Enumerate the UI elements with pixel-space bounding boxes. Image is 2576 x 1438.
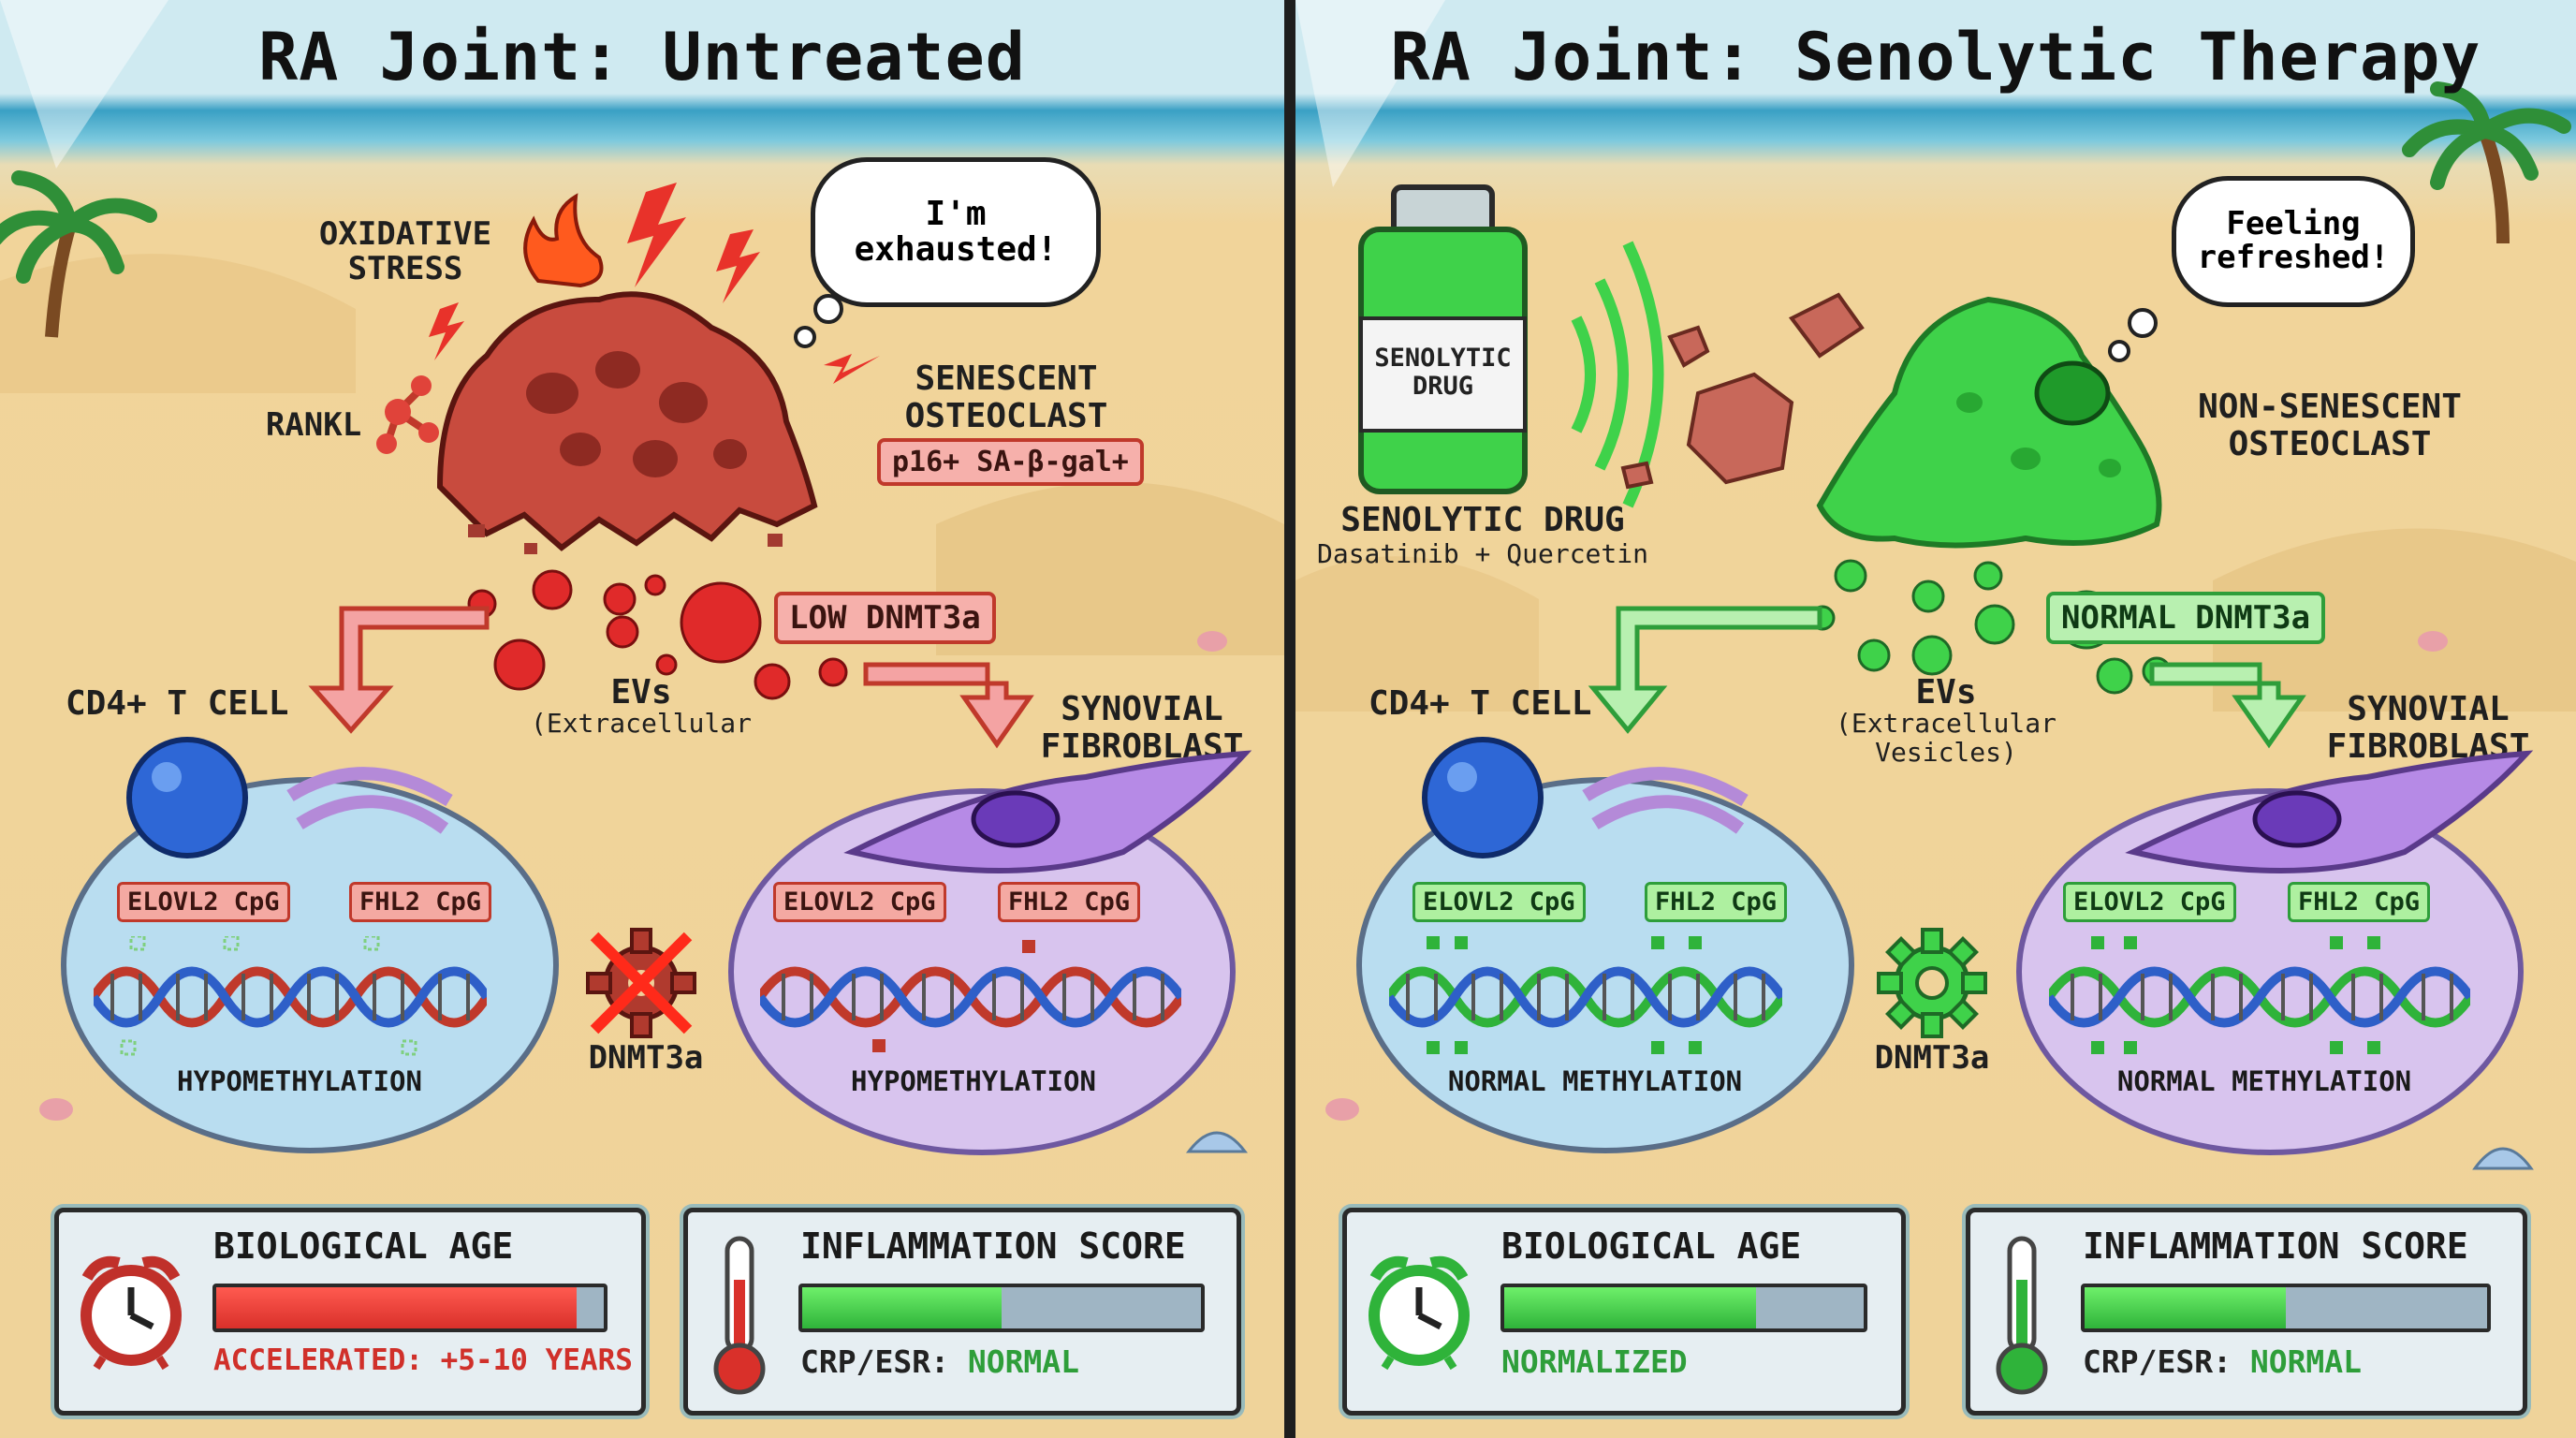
- untreated-panel: RA Joint: Untreated I'm exhausted! OXIDA…: [0, 0, 1284, 1438]
- lightning-icon: [716, 229, 760, 303]
- evs-label: EVs: [610, 673, 672, 712]
- crossed-out-gear-icon: [586, 928, 696, 1038]
- seashell-icon: [2472, 1147, 2534, 1170]
- inflammation-score-bar: [2081, 1284, 2491, 1332]
- rankl-molecule-icon: [376, 375, 439, 454]
- non-senescent-osteoclast-label: NON-SENESCENT OSTEOCLAST: [2198, 388, 2462, 463]
- rankl-label: RANKL: [265, 406, 362, 444]
- senescence-markers: p16+ SA-β-gal+: [877, 438, 1144, 486]
- thought-bubble: Feeling refreshed!: [2172, 176, 2415, 307]
- tcell-methylation-label: NORMAL METHYLATION: [1447, 1065, 1743, 1097]
- inflammation-status: CRP/ESR: NORMAL: [800, 1343, 1079, 1380]
- fibroblast-shape: [2125, 750, 2534, 873]
- biological-age-bar: [212, 1284, 607, 1332]
- tcell-label: CD4+ T CELL: [1368, 684, 1592, 723]
- biological-age-title: BIOLOGICAL AGE: [1501, 1225, 1802, 1267]
- thermometer-icon: [713, 1236, 766, 1395]
- arrow-to-tcell: [308, 606, 490, 734]
- senescent-osteoclast-label: SENESCENT OSTEOCLAST: [904, 360, 1108, 435]
- fhl2-cpg-tag: FHL2 CpG: [2288, 882, 2431, 922]
- fibroblast-shape: [843, 750, 1252, 873]
- tcell-methylation-label: HYPOMETHYLATION: [177, 1065, 422, 1097]
- tcell-organelle: [1582, 767, 1749, 834]
- oxidative-stress-label: OXIDATIVE STRESS: [318, 215, 492, 288]
- elovl2-cpg-tag: ELOVL2 CpG: [2063, 882, 2236, 922]
- tcell-nucleus: [1422, 737, 1544, 858]
- senescent-osteoclast: [436, 291, 818, 554]
- thought-bubble: I'm exhausted!: [811, 157, 1101, 307]
- flame-icon: [523, 193, 604, 288]
- inflammation-score-bar-fill: [802, 1287, 1002, 1328]
- crp-esr-status: NORMAL: [967, 1343, 1080, 1380]
- biological-age-card: BIOLOGICAL AGE NORMALIZED: [1342, 1208, 1906, 1416]
- biological-age-card: BIOLOGICAL AGE ACCELERATED: +5-10 YEARS: [54, 1208, 646, 1416]
- left-title: RA Joint: Untreated: [258, 19, 1026, 95]
- alarm-clock-icon: [1368, 1255, 1470, 1371]
- arrow-to-fibroblast: [863, 662, 1034, 749]
- fibroblast-methylation-label: HYPOMETHYLATION: [851, 1065, 1096, 1097]
- arrow-to-tcell: [1588, 606, 1822, 734]
- arrow-to-fibroblast: [2149, 662, 2306, 749]
- dnmt3a-center-label: DNMT3a: [1874, 1039, 1990, 1077]
- tcell-label: CD4+ T CELL: [66, 684, 289, 723]
- dna-helix-icon: [94, 936, 487, 1056]
- elovl2-cpg-tag: ELOVL2 CpG: [1412, 882, 1586, 922]
- alarm-clock-icon: [80, 1255, 182, 1371]
- crp-esr-prefix: CRP/ESR:: [800, 1343, 949, 1380]
- evs-sublabel: (Extracellular: [530, 708, 752, 739]
- low-dnmt3a-tag: LOW DNMT3a: [774, 592, 996, 644]
- palm-tree-icon: [2402, 81, 2571, 244]
- fhl2-cpg-tag: FHL2 CpG: [349, 882, 492, 922]
- inflammation-score-title: INFLAMMATION SCORE: [2083, 1225, 2468, 1267]
- inflammation-score-bar-fill: [2085, 1287, 2286, 1328]
- lightning-icon: [824, 354, 880, 384]
- dna-helix-icon: [1389, 936, 1782, 1054]
- bottle-label: SENOLYTIC DRUG: [1374, 344, 1512, 401]
- gear-icon: [1877, 928, 1987, 1038]
- left-scenery: [0, 0, 1284, 1153]
- dna-helix-icon: [2049, 936, 2470, 1054]
- right-title: RA Joint: Senolytic Therapy: [1390, 19, 2481, 95]
- lightning-icon: [429, 302, 464, 360]
- evs-label: EVs: [1915, 673, 1977, 712]
- panel-divider: [1284, 0, 1295, 1438]
- lightning-icon: [627, 183, 686, 287]
- crp-esr-status: NORMAL: [2249, 1343, 2363, 1380]
- biological-age-status: NORMALIZED: [1501, 1343, 1688, 1380]
- palm-tree-icon: [0, 170, 157, 338]
- dna-helix-icon: [760, 940, 1181, 1052]
- seashell-icon: [1185, 1131, 1249, 1153]
- inflammation-score-title: INFLAMMATION SCORE: [800, 1225, 1186, 1267]
- crp-esr-prefix: CRP/ESR:: [2083, 1343, 2232, 1380]
- normal-dnmt3a-tag: NORMAL DNMT3a: [2046, 592, 2326, 644]
- inflammation-score-card: INFLAMMATION SCORE CRP/ESR: NORMAL: [1966, 1208, 2527, 1416]
- fhl2-cpg-tag: FHL2 CpG: [1645, 882, 1788, 922]
- inflammation-score-card: INFLAMMATION SCORE CRP/ESR: NORMAL: [683, 1208, 1241, 1416]
- thermometer-icon: [1996, 1236, 2048, 1395]
- senescent-cell-fragments: [1620, 292, 1865, 490]
- elovl2-cpg-tag: ELOVL2 CpG: [117, 882, 290, 922]
- fibroblast-label: SYNOVIAL FIBROBLAST: [2326, 690, 2530, 766]
- fhl2-cpg-tag: FHL2 CpG: [998, 882, 1141, 922]
- biological-age-bar-fill: [1504, 1287, 1756, 1328]
- biological-age-status: ACCELERATED: +5-10 YEARS: [213, 1343, 633, 1377]
- evs-sublabel: (Extracellular Vesicles): [1835, 708, 2056, 768]
- tcell-organelle: [286, 767, 453, 834]
- fibroblast-methylation-label: NORMAL METHYLATION: [2116, 1065, 2412, 1097]
- biological-age-bar-fill: [216, 1287, 578, 1328]
- senolytic-therapy-panel: RA Joint: Senolytic Therapy Feeling refr…: [1295, 0, 2576, 1438]
- inflammation-status: CRP/ESR: NORMAL: [2083, 1343, 2362, 1380]
- elovl2-cpg-tag: ELOVL2 CpG: [773, 882, 946, 922]
- right-scenery: [1295, 0, 2576, 1170]
- senolytic-drug-sublabel: Dasatinib + Quercetin: [1316, 538, 1648, 569]
- senolytic-drug-label: SENOLYTIC DRUG: [1340, 501, 1625, 539]
- inflammation-score-bar: [798, 1284, 1205, 1332]
- biological-age-bar: [1500, 1284, 1867, 1332]
- senolytic-drug-bottle: [1358, 184, 1528, 494]
- non-senescent-osteoclast: [1816, 296, 2162, 549]
- tcell-nucleus: [126, 737, 248, 858]
- biological-age-title: BIOLOGICAL AGE: [213, 1225, 514, 1267]
- dnmt3a-center-label: DNMT3a: [588, 1039, 704, 1077]
